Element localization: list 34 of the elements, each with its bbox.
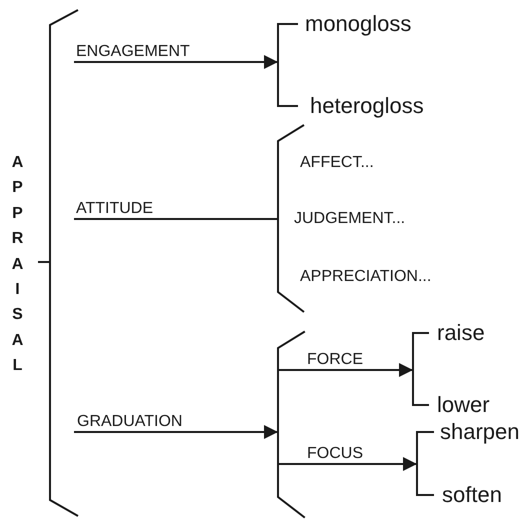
system-label: APPRAISAL [6,150,38,379]
feature-label: JUDGEMENT... [278,210,406,228]
arrow [74,425,278,439]
connector-line [278,105,298,107]
option-label: monogloss [297,12,412,36]
feature-label: FOCUS [306,442,363,464]
connector-line [417,431,434,433]
connector-line [278,369,307,371]
connector-line [413,404,429,406]
feature-label: APPRECIATION... [278,268,432,286]
connector-line [413,332,429,334]
connector-line [38,261,50,263]
feature-label: FORCE [306,348,363,370]
connector-line [417,494,434,496]
bracket [277,331,305,518]
option-label: sharpen [433,420,520,444]
option-label: heterogloss [297,94,424,118]
connector-line [277,218,279,278]
arrow [306,363,413,377]
connector-line [277,162,279,220]
option-label: soften [433,483,502,507]
connector-line [49,261,51,423]
feature-label: ATTITUDE [50,199,154,219]
connector-line [278,463,307,465]
connector-line [49,208,51,263]
arrow [306,457,417,471]
option-label: raise [428,321,485,345]
feature-label: AFFECT... [278,154,374,172]
connector-line [278,23,298,25]
feature-label: ENGAGEMENT [50,42,190,62]
option-label: lower [428,393,490,417]
connector-line [74,218,278,220]
feature-label: GRADUATION [50,412,182,432]
arrow [74,55,278,69]
